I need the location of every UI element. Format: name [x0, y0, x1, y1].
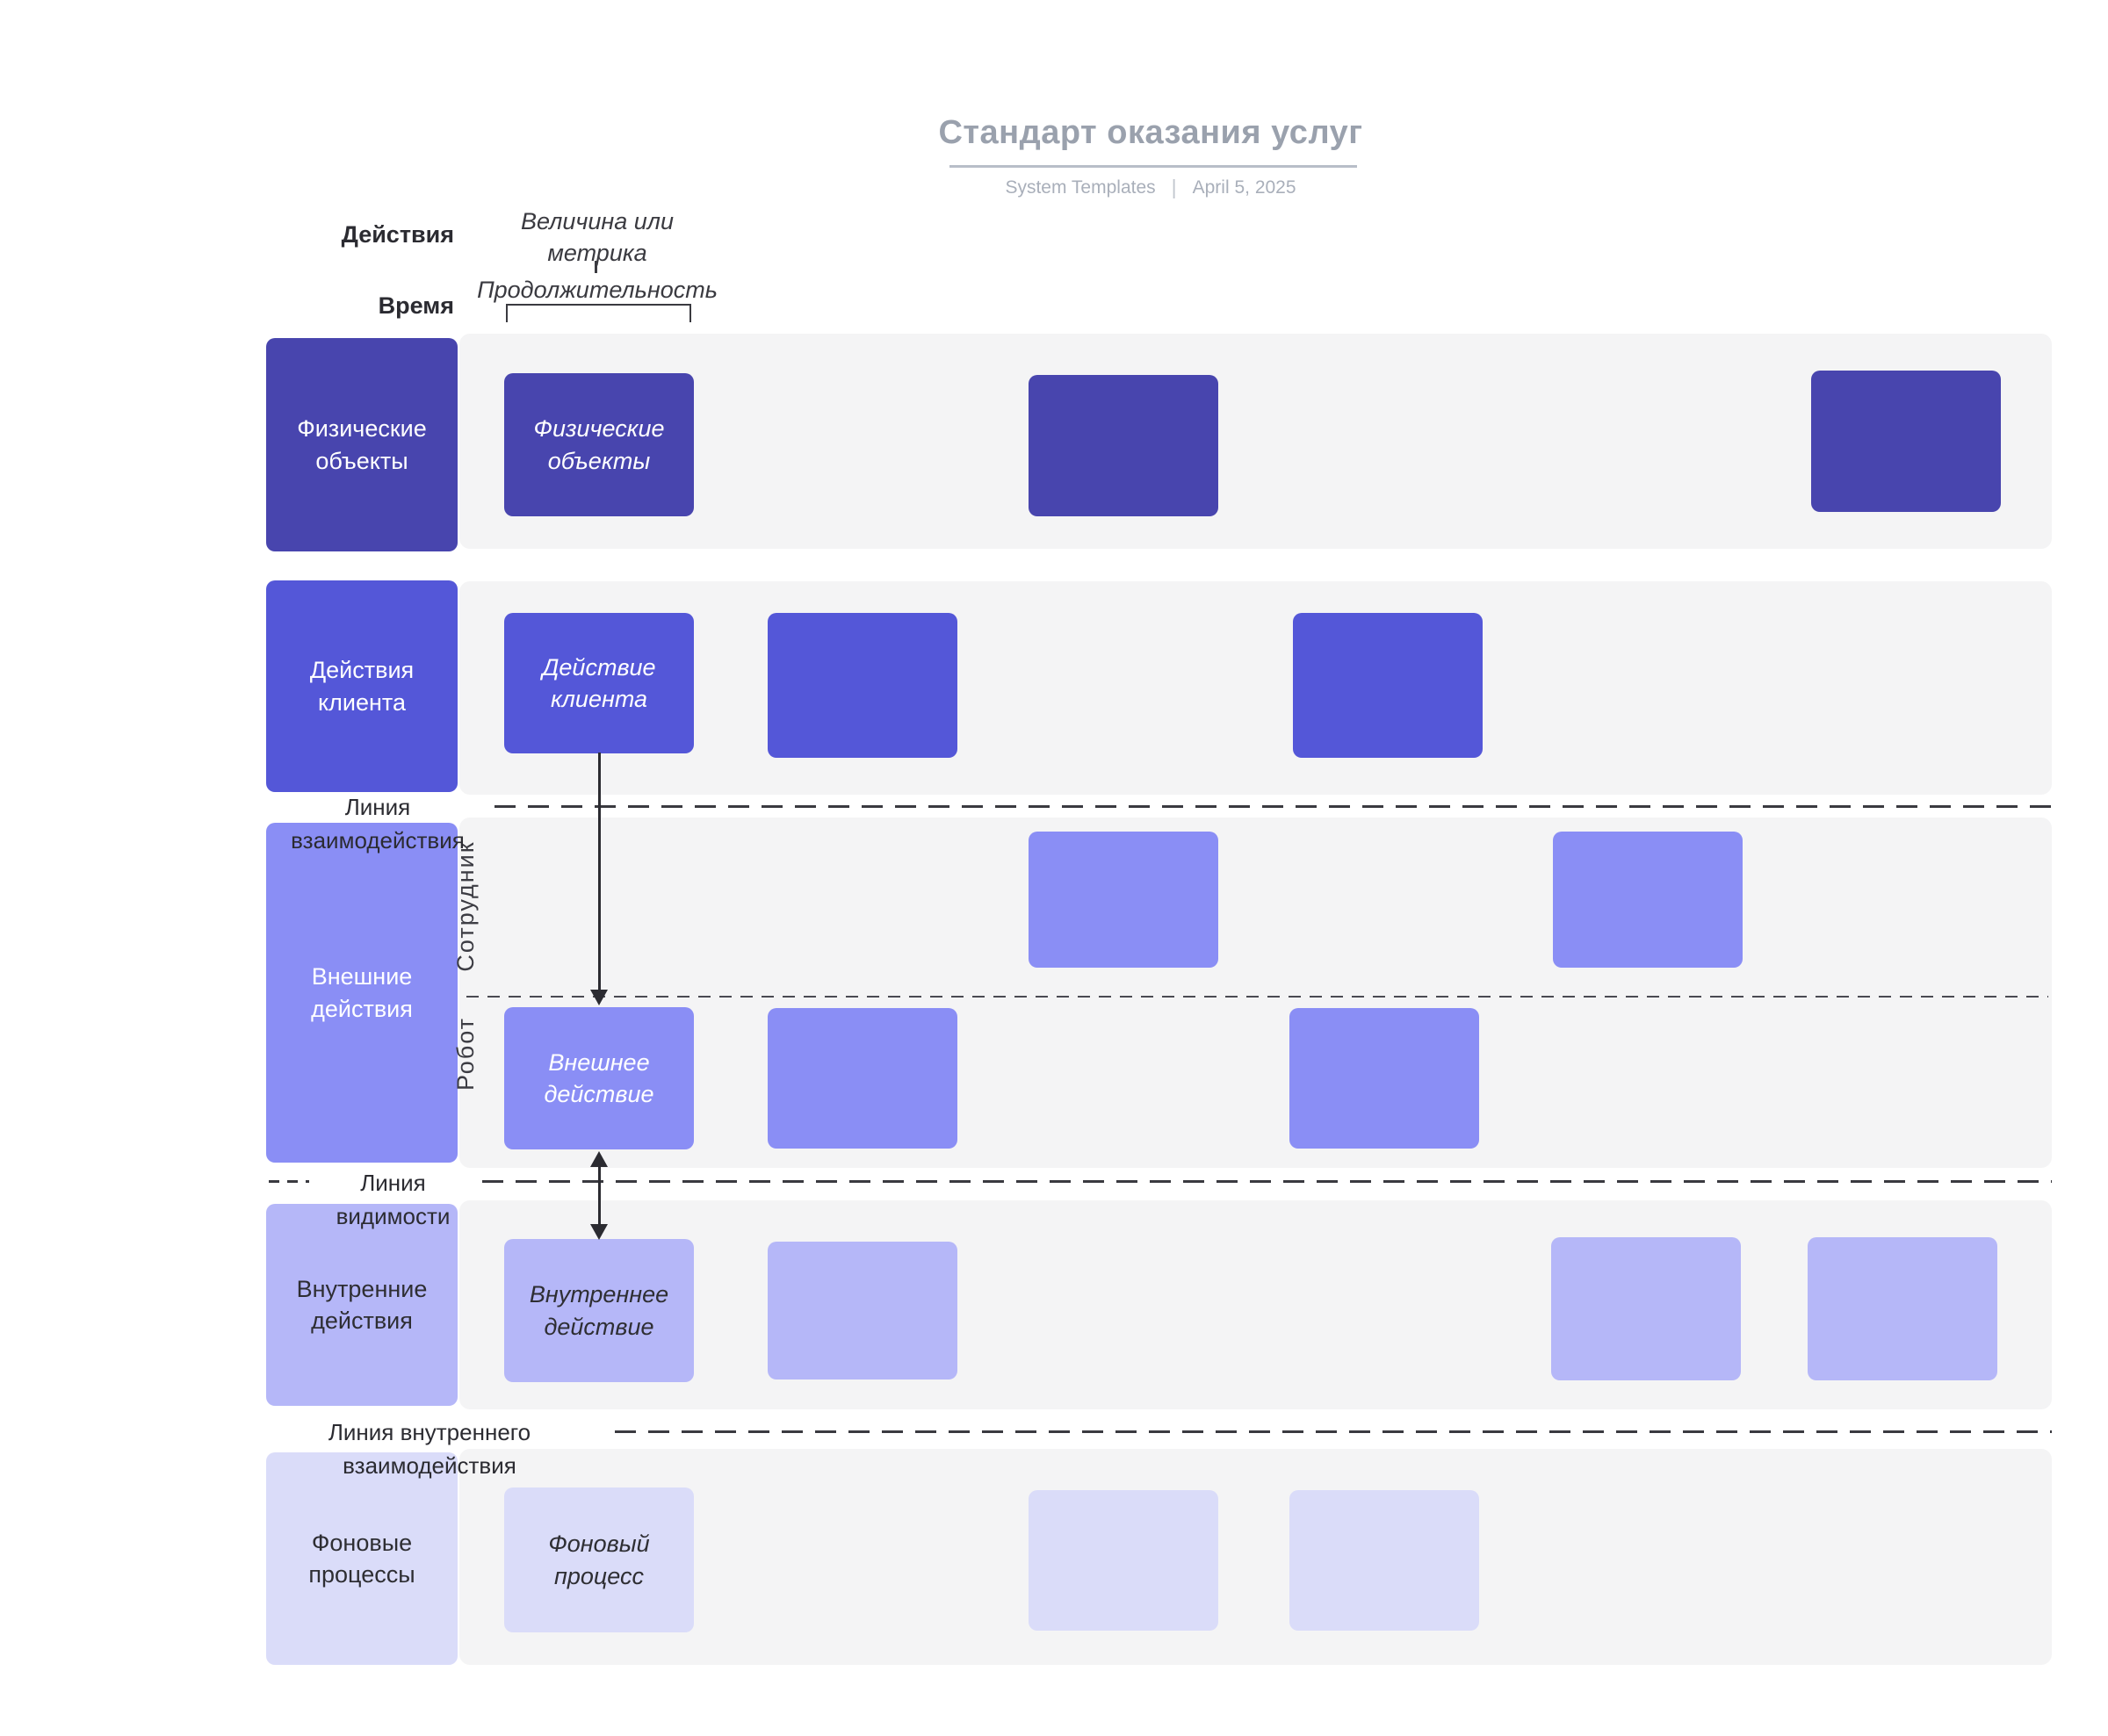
action-box-internal-4[interactable]	[1808, 1237, 1997, 1380]
axis-duration-label[interactable]: Продолжительность	[477, 277, 718, 303]
action-box-physical-3[interactable]	[1811, 371, 2001, 512]
page-meta[interactable]: System Templates | April 5, 2025	[834, 176, 1467, 199]
visibility-line-left-dashes	[269, 1180, 309, 1183]
lane-label-background[interactable]: Фоновые процессы	[266, 1452, 458, 1665]
page-title[interactable]: Стандарт оказания услуг	[938, 114, 1363, 151]
action-box-bgprocess-3[interactable]	[1289, 1490, 1479, 1631]
sublane-divider-line	[466, 996, 2048, 998]
arrow-external-internal-head-down	[590, 1224, 608, 1240]
metric-connector-tick	[595, 261, 597, 273]
duration-bracket	[506, 304, 691, 322]
title-underline	[949, 165, 1357, 168]
lane-strip-client[interactable]	[459, 581, 2052, 795]
lane-strip-internal[interactable]	[459, 1200, 2052, 1409]
action-box-robot-3[interactable]	[1289, 1008, 1479, 1149]
sublane-label-robot[interactable]: Робот	[451, 1016, 479, 1091]
internal-interaction-line-label[interactable]: Линия внутреннего взаимодействия	[328, 1419, 531, 1479]
arrow-client-to-external-line[interactable]	[598, 753, 601, 990]
interaction-line-label[interactable]: Линия взаимодействия	[291, 794, 465, 854]
interaction-line[interactable]	[495, 805, 2052, 808]
lane-strip-external[interactable]	[459, 818, 2052, 1168]
arrow-external-internal-line[interactable]	[598, 1167, 601, 1224]
axis-actions-label[interactable]: Действия	[341, 221, 454, 248]
lane-strip-physical[interactable]	[459, 334, 2052, 549]
arrow-client-to-external-head	[590, 990, 608, 1005]
internal-interaction-line[interactable]	[615, 1430, 2052, 1433]
action-box-internal-3[interactable]	[1551, 1237, 1741, 1380]
axis-time-label[interactable]: Время	[378, 292, 454, 319]
card-client-action[interactable]: Действие клиента	[504, 613, 694, 753]
lane-strip-background[interactable]	[459, 1449, 2052, 1665]
action-box-internal-2[interactable]	[768, 1242, 957, 1379]
action-box-physical-2[interactable]	[1029, 375, 1218, 516]
action-box-client-3[interactable]	[1293, 613, 1483, 758]
action-box-bgprocess-2[interactable]	[1029, 1490, 1218, 1631]
meta-separator: |	[1171, 176, 1177, 198]
lane-label-client[interactable]: Действия клиента	[266, 580, 458, 792]
lane-label-internal[interactable]: Внутренние действия	[266, 1204, 458, 1406]
visibility-line[interactable]	[482, 1180, 2052, 1183]
card-external-action[interactable]: Внешнее действие	[504, 1007, 694, 1149]
meta-date: April 5, 2025	[1192, 176, 1296, 198]
lane-label-physical[interactable]: Физические объекты	[266, 338, 458, 551]
lane-label-external[interactable]: Внешние действия	[266, 823, 458, 1163]
arrow-external-internal-head-up	[590, 1151, 608, 1167]
action-box-robot-2[interactable]	[768, 1008, 957, 1149]
card-physical-object[interactable]: Физические объекты	[504, 373, 694, 516]
axis-metric-label[interactable]: Величина или метрика	[521, 208, 674, 266]
action-box-client-2[interactable]	[768, 613, 957, 758]
card-background-process[interactable]: Фоновый процесс	[504, 1487, 694, 1632]
meta-author: System Templates	[1005, 176, 1156, 198]
action-box-employee-2[interactable]	[1553, 832, 1743, 968]
card-internal-action[interactable]: Внутреннее действие	[504, 1239, 694, 1382]
action-box-employee-1[interactable]	[1029, 832, 1218, 968]
visibility-line-label[interactable]: Линия видимости	[336, 1170, 451, 1229]
